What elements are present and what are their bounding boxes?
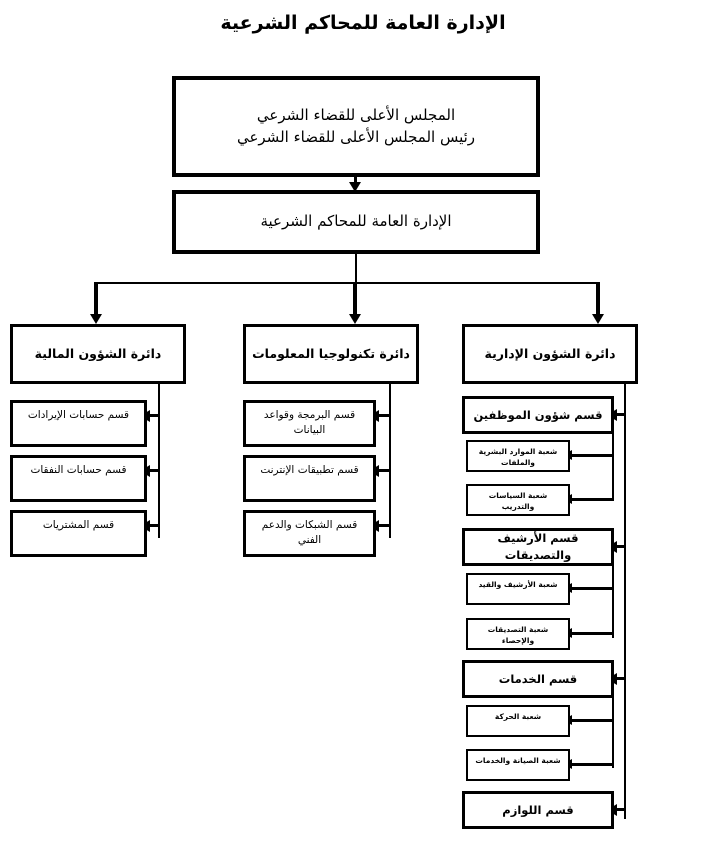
node-section-revenue-accounts: قسم حسابات الإيرادات <box>10 400 147 447</box>
link-administrative-archive-certifications <box>614 545 626 548</box>
node-unit-maintenance-services: شعبة الصيانة والخدمات <box>466 749 570 781</box>
subspine-services <box>612 698 614 768</box>
node-department-finance: دائرة الشؤون المالية <box>10 324 186 384</box>
section-employee-affairs-label: قسم شؤون الموظفين <box>473 407 603 422</box>
unit-certifications-statistics-label: شعبة التصديقات والإحصاء <box>487 625 549 645</box>
node-unit-policies-training: شعبة السياسات والتدريب <box>466 484 570 516</box>
link-employee-affairs-hr-files <box>570 454 614 457</box>
page-title: الإدارة العامة للمحاكم الشرعية <box>220 12 506 34</box>
department-administrative-label: دائرة الشؤون الإدارية <box>484 345 616 361</box>
node-section-services: قسم الخدمات <box>462 660 614 698</box>
node-unit-archive-registry: شعبة الأرشيف والقيد <box>466 573 570 605</box>
bus-horizontal-departments <box>96 282 600 284</box>
link-it-programming-databases <box>376 414 390 417</box>
unit-transport-label: شعبة الحركة <box>494 712 542 721</box>
link-services-maintenance-services <box>570 763 614 766</box>
supreme-council-line-1: المجلس الأعلى للقضاء الشرعي <box>256 105 456 124</box>
department-finance-label: دائرة الشؤون المالية <box>34 345 162 361</box>
spine-administrative <box>624 384 626 819</box>
node-unit-transport: شعبة الحركة <box>466 705 570 737</box>
link-finance-revenue-accounts <box>147 414 159 417</box>
node-unit-hr-files: شعبة الموارد البشرية والملفات <box>466 440 570 472</box>
unit-maintenance-services-label: شعبة الصيانة والخدمات <box>475 756 561 765</box>
section-programming-databases-label: قسم البرمجة وقواعد البيانات <box>263 409 356 437</box>
link-it-networks-technical-support <box>376 524 390 527</box>
link-services-transport <box>570 719 614 722</box>
link-administrative-services <box>614 677 626 680</box>
link-employee-affairs-policies-training <box>570 498 614 501</box>
subspine-employee-affairs <box>612 434 614 500</box>
general-administration-label: الإدارة العامة للمحاكم الشرعية <box>260 212 452 231</box>
unit-archive-registry-label: شعبة الأرشيف والقيد <box>478 580 558 589</box>
node-supreme-council: المجلس الأعلى للقضاء الشرعي رئيس المجلس … <box>172 76 540 177</box>
node-section-networks-technical-support: قسم الشبكات والدعم الفني <box>243 510 376 557</box>
arrow-to-it-department <box>349 314 361 324</box>
bus-leg-it <box>353 282 357 318</box>
spine-finance <box>158 384 160 538</box>
link-administrative-supplies <box>614 808 626 811</box>
node-section-supplies: قسم اللوازم <box>462 791 614 829</box>
unit-policies-training-label: شعبة السياسات والتدريب <box>488 491 548 511</box>
link-it-internet-applications <box>376 469 390 472</box>
node-department-administrative: دائرة الشؤون الإدارية <box>462 324 638 384</box>
section-revenue-accounts-label: قسم حسابات الإيرادات <box>27 409 130 421</box>
section-procurement-label: قسم المشتريات <box>42 519 115 531</box>
arrow-to-administrative-department <box>592 314 604 324</box>
department-it-label: دائرة تكنولوجيا المعلومات <box>252 345 410 361</box>
bus-leg-finance <box>94 282 98 318</box>
unit-hr-files-label: شعبة الموارد البشرية والملفات <box>478 447 558 467</box>
node-section-expense-accounts: قسم حسابات النفقات <box>10 455 147 502</box>
node-section-procurement: قسم المشتريات <box>10 510 147 557</box>
arrow-to-finance-department <box>90 314 102 324</box>
link-archive-certifications-certifications-statistics <box>570 632 614 635</box>
node-unit-certifications-statistics: شعبة التصديقات والإحصاء <box>466 618 570 650</box>
section-internet-applications-label: قسم تطبيقات الإنترنت <box>260 464 359 476</box>
node-section-employee-affairs: قسم شؤون الموظفين <box>462 396 614 434</box>
link-finance-expense-accounts <box>147 469 159 472</box>
node-section-programming-databases: قسم البرمجة وقواعد البيانات <box>243 400 376 447</box>
spine-it <box>389 384 391 538</box>
connector-council-to-administration <box>354 177 357 186</box>
link-finance-procurement <box>147 524 159 527</box>
section-supplies-label: قسم اللوازم <box>502 802 574 817</box>
section-archive-certifications-label: قسم الأرشيف والتصديقات <box>497 531 579 562</box>
node-section-internet-applications: قسم تطبيقات الإنترنت <box>243 455 376 502</box>
bus-drop-from-administration <box>355 254 357 283</box>
node-general-administration: الإدارة العامة للمحاكم الشرعية <box>172 190 540 254</box>
arrow-council-to-administration <box>349 182 361 192</box>
section-services-label: قسم الخدمات <box>498 671 578 686</box>
bus-leg-administrative <box>596 282 600 318</box>
link-archive-certifications-archive-registry <box>570 587 614 590</box>
section-expense-accounts-label: قسم حسابات النفقات <box>30 464 127 476</box>
subspine-archive-certifications <box>612 566 614 638</box>
node-section-archive-certifications: قسم الأرشيف والتصديقات <box>462 528 614 566</box>
link-administrative-employee-affairs <box>614 413 626 416</box>
supreme-council-line-2: رئيس المجلس الأعلى للقضاء الشرعي <box>236 127 476 146</box>
node-department-it: دائرة تكنولوجيا المعلومات <box>243 324 419 384</box>
section-networks-technical-support-label: قسم الشبكات والدعم الفني <box>261 519 358 547</box>
